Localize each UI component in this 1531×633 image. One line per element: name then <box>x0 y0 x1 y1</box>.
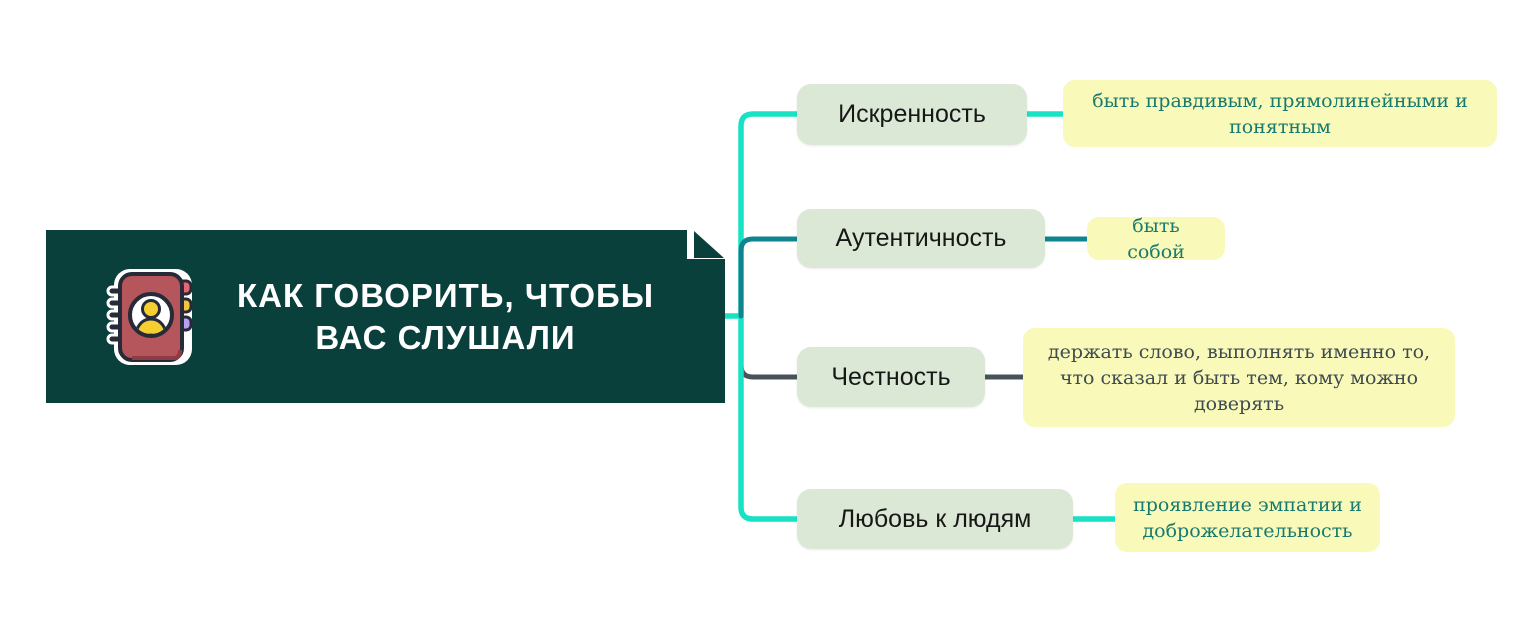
connector-trunk-sincerity-love <box>721 111 1121 522</box>
branch-label: Аутентичность <box>835 224 1007 252</box>
root-title-line1: КАК ГОВОРИТЬ, ЧТОБЫ <box>236 276 655 314</box>
root-title: КАК ГОВОРИТЬ, ЧТОБЫ ВАС СЛУШАЛИ <box>196 275 725 359</box>
note-honesty[interactable]: держать слово, выполнять именно то, что … <box>1023 328 1455 427</box>
root-node[interactable]: КАК ГОВОРИТЬ, ЧТОБЫ ВАС СЛУШАЛИ <box>46 230 725 403</box>
branch-node-authenticity[interactable]: Аутентичность <box>797 209 1045 268</box>
note-love-for-people[interactable]: проявление эмпатии и доброжелательность <box>1115 483 1380 552</box>
note-text: держать слово, выполнять именно то, что … <box>1047 340 1431 415</box>
branch-node-sincerity[interactable]: Искренность <box>797 84 1027 145</box>
address-book-icon <box>102 265 196 369</box>
branch-label: Честность <box>831 362 951 391</box>
branch-node-honesty[interactable]: Честность <box>797 347 985 407</box>
branch-label: Любовь к людям <box>838 504 1032 533</box>
note-text: быть собой <box>1127 214 1185 263</box>
note-text: проявление эмпатии и доброжелательность <box>1133 493 1362 542</box>
branch-node-love-for-people[interactable]: Любовь к людям <box>797 489 1073 549</box>
note-text: быть правдивым, прямолинейными и понятны… <box>1092 89 1468 138</box>
note-authenticity[interactable]: быть собой <box>1087 215 1225 263</box>
note-sincerity[interactable]: быть правдивым, прямолинейными и понятны… <box>1063 80 1497 147</box>
root-title-line2: ВАС СЛУШАЛИ <box>315 318 576 356</box>
connector-authenticity <box>738 236 1094 319</box>
branch-label: Искренность <box>838 100 986 128</box>
